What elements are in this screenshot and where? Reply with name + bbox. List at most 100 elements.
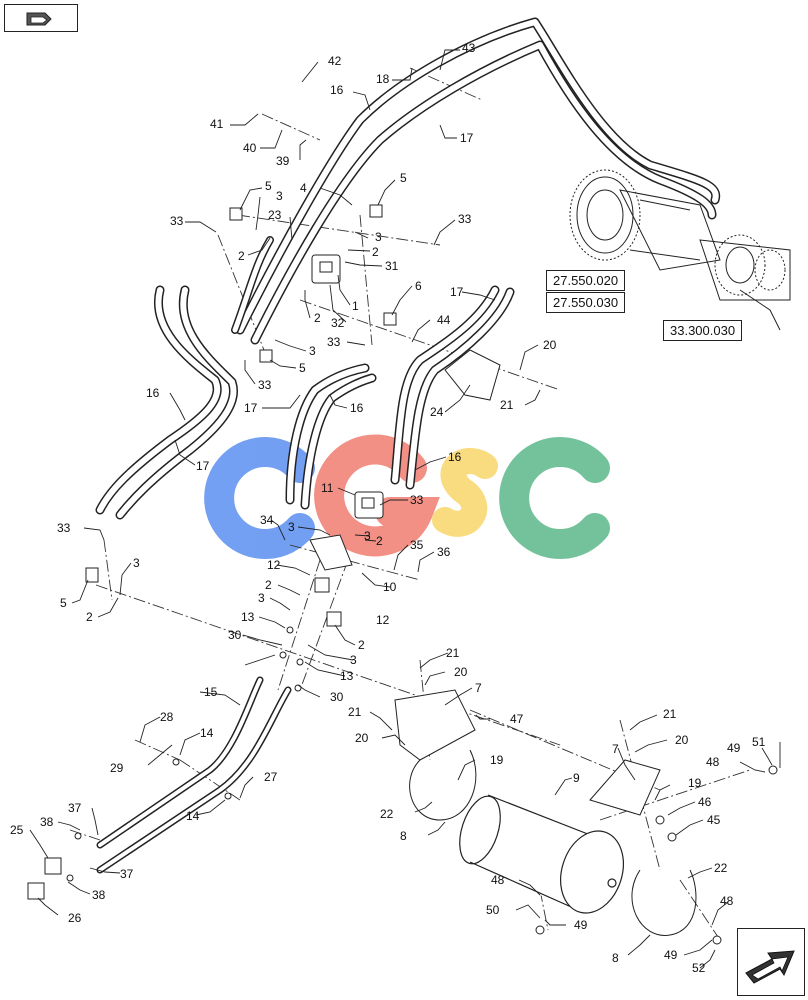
callout-20: 20 — [675, 733, 689, 747]
callout-13: 13 — [241, 610, 255, 624]
callout-51: 51 — [752, 735, 766, 749]
callout-3: 3 — [375, 230, 382, 244]
callout-35: 35 — [410, 538, 424, 552]
watermark-letter-g — [314, 434, 440, 557]
callout-32: 32 — [331, 316, 345, 330]
leader-lines — [29, 49, 781, 969]
callout-30: 30 — [330, 690, 344, 704]
callout-42: 42 — [328, 54, 342, 68]
callout-6: 6 — [415, 279, 422, 293]
callout-3: 3 — [309, 344, 316, 358]
callout-16: 16 — [350, 401, 364, 415]
callout-24: 24 — [430, 405, 444, 419]
callout-12: 12 — [267, 558, 281, 572]
reference-33-300-030[interactable]: 33.300.030 — [663, 320, 743, 341]
callout-2: 2 — [238, 249, 245, 263]
gearbox-housing — [569, 169, 791, 331]
callout-36: 36 — [437, 545, 451, 559]
previous-page-icon[interactable] — [4, 4, 78, 32]
callout-38: 38 — [92, 888, 106, 902]
callout-3: 3 — [364, 529, 371, 543]
callout-48: 48 — [706, 755, 720, 769]
callout-21: 21 — [663, 707, 677, 721]
callout-16: 16 — [330, 83, 344, 97]
callout-18: 18 — [376, 72, 390, 86]
callout-48: 48 — [491, 873, 505, 887]
callout-2: 2 — [314, 311, 321, 325]
fitting-6 — [383, 312, 397, 326]
callout-17: 17 — [460, 131, 474, 145]
callout-labels: 42 43 18 16 17 41 40 39 5 3 4 5 33 23 3 … — [10, 41, 766, 975]
callout-33: 33 — [57, 521, 71, 535]
callout-21: 21 — [348, 705, 362, 719]
callout-46: 46 — [698, 795, 712, 809]
callout-52: 52 — [692, 961, 706, 975]
callout-45: 45 — [707, 813, 721, 827]
callout-26: 26 — [68, 911, 82, 925]
callout-29: 29 — [110, 761, 124, 775]
hose-center — [285, 363, 377, 510]
air-tank — [459, 794, 624, 914]
callout-21: 21 — [446, 646, 460, 660]
callout-23: 23 — [268, 208, 282, 222]
callout-22: 22 — [714, 861, 728, 875]
callout-3: 3 — [276, 189, 283, 203]
watermark — [204, 434, 610, 559]
watermark-letter-s — [432, 448, 498, 537]
callout-34: 34 — [260, 513, 274, 527]
callout-33: 33 — [327, 335, 341, 349]
callout-21: 21 — [500, 398, 514, 412]
callout-2: 2 — [376, 534, 383, 548]
callout-1: 1 — [352, 299, 359, 313]
callout-28: 28 — [160, 710, 174, 724]
callout-41: 41 — [210, 117, 224, 131]
next-page-icon[interactable] — [737, 928, 805, 996]
callout-14: 14 — [200, 726, 214, 740]
callout-8: 8 — [400, 829, 407, 843]
previous-page-icon-glyph — [26, 12, 52, 26]
callout-33: 33 — [458, 212, 472, 226]
callout-8: 8 — [612, 951, 619, 965]
fitting-5b — [369, 204, 383, 218]
callout-33: 33 — [410, 493, 424, 507]
fitting-26 — [27, 882, 45, 900]
callout-5: 5 — [299, 361, 306, 375]
callout-2: 2 — [265, 578, 272, 592]
callout-19: 19 — [688, 776, 702, 790]
callout-14: 14 — [186, 809, 200, 823]
hose-right — [390, 285, 515, 490]
callout-12: 12 — [376, 613, 390, 627]
reference-27-550-020[interactable]: 27.550.020 — [546, 270, 626, 291]
next-page-icon-glyph — [745, 950, 795, 984]
callout-4: 4 — [300, 181, 307, 195]
bracket-7-right — [589, 759, 661, 816]
callout-3: 3 — [350, 653, 357, 667]
callout-2: 2 — [372, 245, 379, 259]
callout-3: 3 — [133, 556, 140, 570]
hoses — [95, 17, 721, 874]
hose-upper-short — [231, 236, 274, 334]
callout-20: 20 — [355, 731, 369, 745]
callout-39: 39 — [276, 154, 290, 168]
callout-7: 7 — [475, 681, 482, 695]
callout-27: 27 — [264, 770, 278, 784]
callout-16: 16 — [448, 450, 462, 464]
callout-37: 37 — [68, 801, 82, 815]
callout-17: 17 — [244, 401, 258, 415]
callout-5: 5 — [400, 171, 407, 185]
callout-9: 9 — [573, 771, 580, 785]
callout-33: 33 — [170, 214, 184, 228]
reference-27-550-030[interactable]: 27.550.030 — [546, 292, 626, 313]
callout-13: 13 — [340, 669, 354, 683]
fittings — [27, 204, 778, 945]
callout-5: 5 — [265, 179, 272, 193]
watermark-letter-c1 — [204, 437, 315, 559]
callout-15: 15 — [204, 685, 218, 699]
callout-17: 17 — [196, 459, 210, 473]
callout-3: 3 — [288, 520, 295, 534]
strap-8-right — [631, 869, 697, 936]
callout-25: 25 — [10, 823, 24, 837]
callout-30: 30 — [228, 628, 242, 642]
fitting-12b — [326, 611, 342, 627]
